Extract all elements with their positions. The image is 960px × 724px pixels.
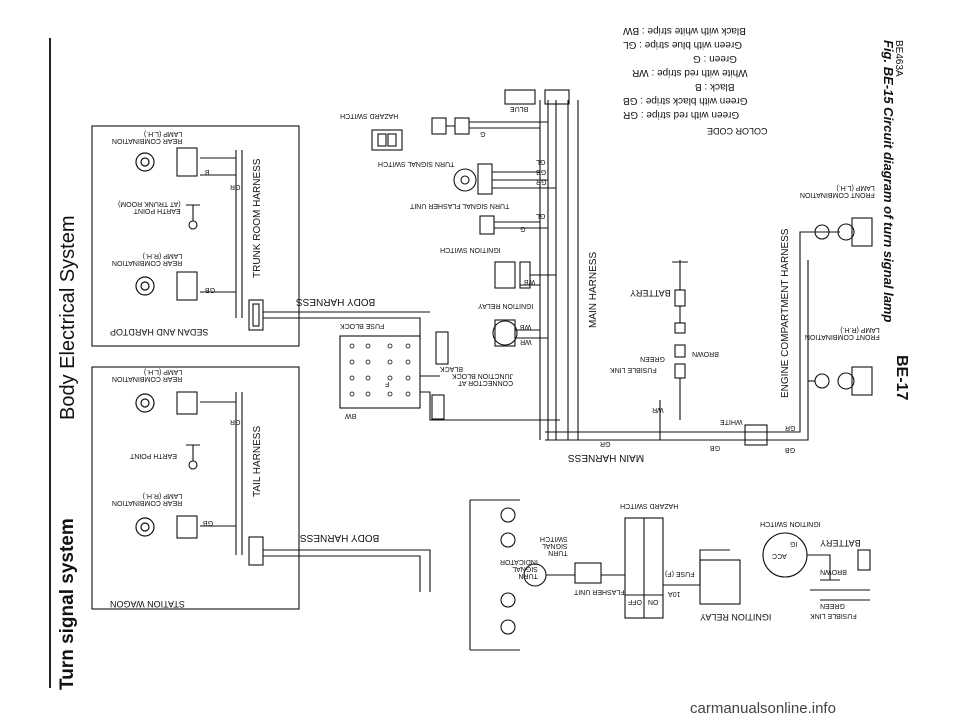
watermark: carmanualsonline.info <box>690 700 836 717</box>
color-code-title: COLOR CODE <box>707 126 768 136</box>
wire-gr-2: GR <box>230 418 241 425</box>
wire-wr-1: WR <box>520 338 532 345</box>
label-brown: BROWN <box>692 350 719 357</box>
label-engine-compartment-harness: ENGINE COMPARTMENT HARNESS <box>780 228 791 398</box>
wire-gl-1: GL <box>536 212 546 219</box>
label-earth-point-trunk: EARTH POINT(AT TRUNK ROOM) <box>118 200 181 214</box>
main-horizontal-harness <box>545 431 770 441</box>
label-flasher-unit: TURN SIGNAL FLASHER UNIT <box>410 202 510 209</box>
wire-gr-3: GR <box>536 178 547 185</box>
wire-gb-5: GB <box>785 446 796 453</box>
main-harness-wire <box>539 100 579 440</box>
engine-compartment-harness <box>799 231 840 250</box>
group-wagon: STATION WAGON <box>110 599 185 609</box>
label-tail-harness: TAIL HARNESS <box>252 425 263 497</box>
label-green: GREEN <box>640 355 665 362</box>
color-code-entry-2: Black : B <box>695 81 735 92</box>
wire-gb-2: GB <box>203 519 214 526</box>
wire-gr-1: GR <box>230 183 241 190</box>
wire-gb-1: GB <box>205 286 216 293</box>
wire-bw-1: BW <box>345 412 357 419</box>
wire-f: F <box>385 380 390 387</box>
ignition-relay <box>494 319 516 347</box>
sch-acc: ACC <box>772 552 787 559</box>
ignition-relay-schematic <box>699 559 741 605</box>
label-turn-signal-switch: TURN SIGNAL SWITCH <box>378 160 455 167</box>
wire-wr-2: WR <box>652 406 664 413</box>
wire-b-1: B <box>205 168 210 175</box>
label-fuse-block: FUSE BLOCK <box>340 322 385 329</box>
wire-gl-2: GL <box>536 158 546 165</box>
color-code-entry-5: Green with blue stripe : GL <box>623 39 742 50</box>
margin-rule <box>49 38 51 688</box>
tail-harness-wire <box>235 392 243 555</box>
color-code-entry-4: Green : G <box>693 53 737 64</box>
wire-g-2: G <box>480 130 486 137</box>
wire-gr-4: GR <box>600 440 611 447</box>
label-battery: BATTERY <box>630 288 671 298</box>
flasher-unit <box>479 215 495 235</box>
wire-g-1: G <box>520 225 526 232</box>
label-main-harness-vertical: MAIN HARNESS <box>588 251 599 328</box>
wire-gb-4: GB <box>710 444 721 451</box>
sch-brown: BROWN <box>820 568 847 575</box>
label-ignition-switch: IGNITION SWITCH <box>440 246 501 253</box>
label-blue: BLUE <box>510 105 529 112</box>
sch-on: ON <box>648 598 659 605</box>
wire-wb-2: WB <box>524 278 536 285</box>
label-ignition-relay: IGNITION RELAY <box>478 302 534 309</box>
wire-wb-1: WB <box>520 323 532 330</box>
sch-ignition-relay: IGNITION RELAY <box>700 612 772 622</box>
hazard-switch-box <box>371 129 403 151</box>
label-earth-point-wagon: EARTH POINT <box>130 452 177 459</box>
color-code-entry-3: White with red stripe : WR <box>632 67 748 78</box>
label-hazard-switch: HAZARD SWITCH <box>340 112 399 119</box>
label-white: WHITE <box>720 418 743 425</box>
sch-fuse: FUSE (F) <box>665 570 695 577</box>
label-body-harness-lower: BODY HARNESS <box>300 532 380 543</box>
sch-ign: IG <box>790 540 798 547</box>
color-code-entry-1: Green with black stripe : GB <box>623 95 748 106</box>
wire-gr-5: GR <box>785 424 796 431</box>
color-code-entry-0: Green with red stripe : GR <box>623 109 740 120</box>
sch-flasher-unit: FLASHER UNIT <box>574 588 625 595</box>
group-sedan: SEDAN AND HARDTOP <box>110 327 209 337</box>
wagon-group-box <box>91 366 300 610</box>
sch-fuse-rating: 10A <box>668 590 681 597</box>
schematic-bus <box>469 499 520 651</box>
sch-off: OFF <box>628 598 642 605</box>
battery <box>674 289 686 307</box>
label-main-harness-horizontal: MAIN HARNESS <box>568 452 645 463</box>
sch-hazard-switch: HAZARD SWITCH <box>620 502 679 509</box>
color-code-entry-6: Black with white stripe : BW <box>623 25 746 36</box>
sch-fusible-link: FUSIBLE LINK <box>810 612 857 619</box>
label-black: BLACK <box>440 365 463 372</box>
wire-gb-3: GB <box>536 168 547 175</box>
trunk-room-harness-wire <box>235 150 243 318</box>
sch-battery: BATTERY <box>820 538 861 548</box>
sedan-group-box <box>91 125 300 347</box>
label-fusible-link: FUSIBLE LINK <box>610 366 657 373</box>
sch-ignition-switch: IGNITION SWITCH <box>760 520 821 527</box>
sch-green: GREEN <box>820 602 845 609</box>
label-body-harness-upper: BODY HARNESS <box>296 296 376 307</box>
fuse-block <box>339 335 421 409</box>
label-trunk-room-harness: TRUNK ROOM HARNESS <box>252 158 263 278</box>
